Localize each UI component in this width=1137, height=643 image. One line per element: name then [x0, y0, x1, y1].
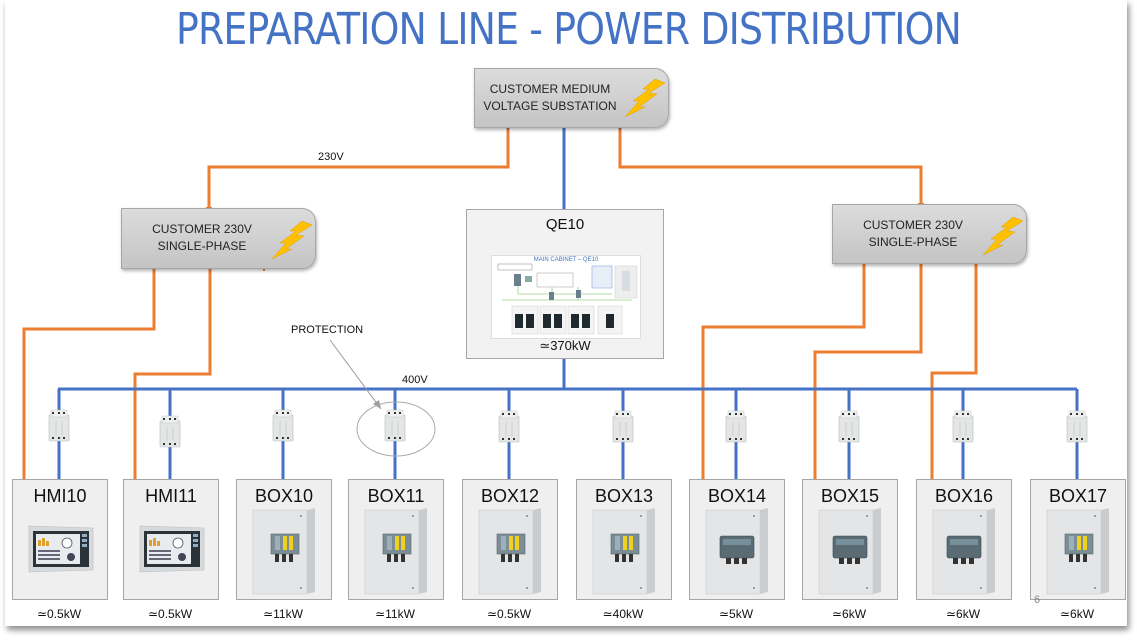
- load-name: BOX14: [707, 486, 767, 506]
- load-power: ≃5kW: [718, 607, 754, 621]
- wire-230v-hmi10: [22, 268, 156, 479]
- load-name: BOX10: [254, 486, 314, 506]
- protection-highlight: [356, 401, 436, 457]
- right-230v-line2: SINGLE-PHASE: [868, 235, 958, 249]
- load-name: BOX12: [480, 486, 540, 506]
- load-name: BOX11: [367, 486, 425, 506]
- left-230v-source-box: CUSTOMER 230V SINGLE-PHASE: [121, 208, 316, 269]
- load-name: BOX15: [820, 486, 880, 506]
- load-power: ≃6kW: [1059, 607, 1095, 621]
- right-230v-line1: CUSTOMER 230V: [863, 218, 963, 232]
- protection-breaker: [1066, 410, 1088, 444]
- load-name: BOX17: [1048, 486, 1108, 506]
- load-power: ≃0.5kW: [486, 607, 532, 621]
- load-box-box15: BOX15: [802, 479, 898, 600]
- wire-230v-box14: [701, 262, 866, 479]
- load-power: ≃11kW: [375, 607, 415, 621]
- main-cabinet-name: QE10: [545, 216, 585, 233]
- substation-box: CUSTOMER MEDIUM VOLTAGE SUBSTATION: [474, 68, 669, 128]
- protection-breaker: [725, 410, 747, 444]
- load-box-hmi11: HMI11: [123, 479, 219, 600]
- protection-breaker: [952, 410, 974, 444]
- label-400v: 400V: [402, 374, 428, 386]
- load-power: ≃6kW: [831, 607, 867, 621]
- main-cabinet-schematic-image: MAIN CABINET – QE10: [491, 255, 641, 339]
- load-box-box10: BOX10: [236, 479, 332, 600]
- load-box-box12: BOX12: [462, 479, 558, 600]
- substation-line2: VOLTAGE SUBSTATION: [483, 99, 617, 113]
- protection-arrow: [329, 339, 382, 410]
- load-name: BOX13: [594, 486, 654, 506]
- load-box-hmi10: HMI10: [12, 479, 108, 600]
- protection-breaker: [159, 415, 181, 449]
- load-name: BOX16: [934, 486, 994, 506]
- load-power: ≃40kW: [602, 607, 644, 621]
- load-power: ≃0.5kW: [36, 607, 82, 621]
- load-name: HMI11: [145, 486, 197, 506]
- left-230v-line2: SINGLE-PHASE: [157, 239, 247, 253]
- protection-breaker: [48, 409, 70, 443]
- left-230v-line1: CUSTOMER 230V: [152, 222, 252, 236]
- lightning-icon: [625, 79, 665, 117]
- protection-breaker: [612, 410, 634, 444]
- load-box-box11: BOX11: [348, 479, 444, 600]
- page-title: PREPARATION LINE - POWER DISTRIBUTION: [176, 4, 962, 55]
- main-cabinet-image-caption: MAIN CABINET – QE10: [533, 257, 599, 263]
- load-box-box14: BOX14: [689, 479, 785, 600]
- lightning-icon: [983, 217, 1023, 255]
- load-box-box16: BOX16: [916, 479, 1012, 600]
- protection-breaker: [384, 409, 406, 443]
- load-power: ≃11kW: [263, 607, 303, 621]
- protection-breaker: [272, 409, 294, 443]
- main-cabinet-qe10: QE10 MAIN CABINET – QE10 ≃370kW: [466, 209, 664, 359]
- wire-230v-box15: [813, 262, 923, 479]
- wire-230v-substation-right: [618, 126, 923, 204]
- substation-line1: CUSTOMER MEDIUM: [489, 82, 611, 96]
- protection-breaker: [838, 410, 860, 444]
- right-230v-source-box: CUSTOMER 230V SINGLE-PHASE: [832, 204, 1027, 264]
- lightning-icon: [272, 221, 312, 259]
- load-power: ≃0.5kW: [147, 607, 193, 621]
- main-cabinet-power: ≃370kW: [539, 338, 591, 353]
- load-box-box13: BOX13: [576, 479, 672, 600]
- label-protection: PROTECTION: [291, 324, 364, 336]
- load-name: HMI10: [33, 486, 87, 506]
- label-230v: 230V: [318, 151, 344, 163]
- load-power: ≃6kW: [945, 607, 981, 621]
- wire-230v-hmi11: [133, 268, 212, 479]
- wire-230v-substation-left: [207, 126, 510, 208]
- protection-breaker: [498, 410, 520, 444]
- page-number: 6: [1034, 594, 1041, 606]
- load-box-box17: BOX17: [1030, 479, 1126, 600]
- wire-230v-box16: [930, 262, 978, 479]
